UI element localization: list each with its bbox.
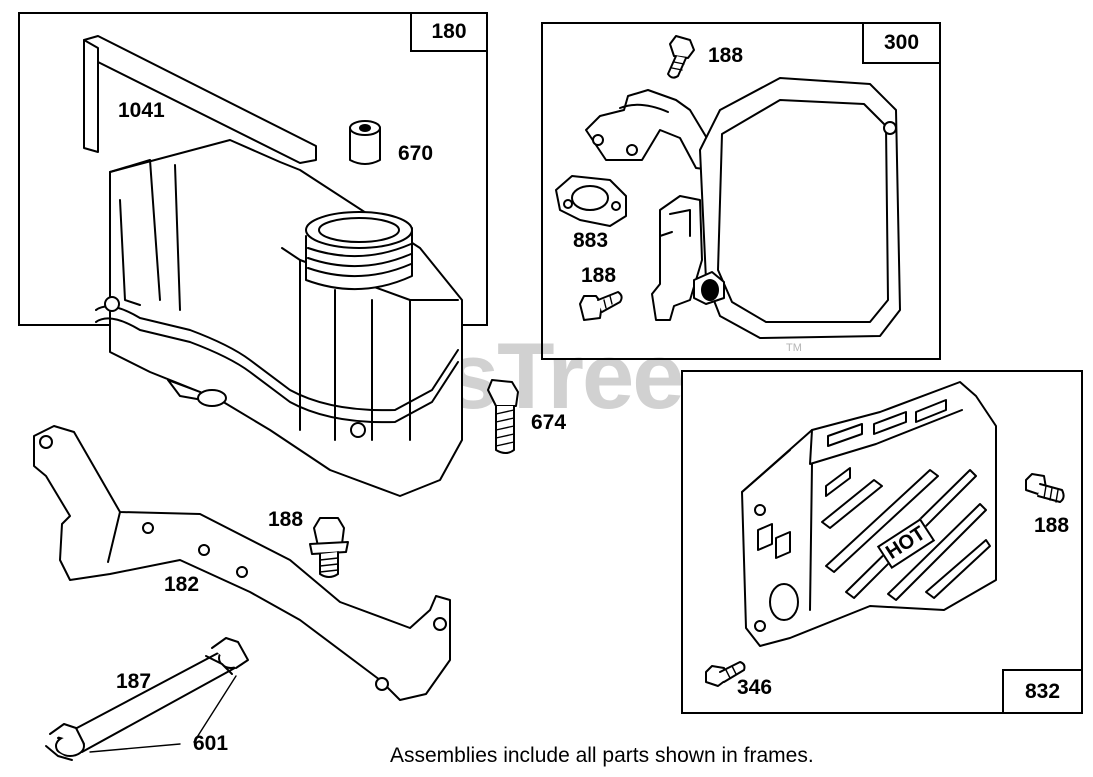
label-188-center[interactable]: 188 [268, 508, 304, 531]
part-188-bolt-guard[interactable] [1025, 473, 1065, 503]
label-346[interactable]: 346 [737, 676, 773, 699]
frame-300-tag[interactable]: 300 [862, 22, 941, 64]
frame-832-tag[interactable]: 832 [1002, 669, 1083, 714]
part-182-bracket[interactable] [33, 425, 451, 701]
part-601-clamps[interactable] [45, 637, 249, 761]
label-182[interactable]: 182 [164, 573, 200, 596]
part-832-guard[interactable] [741, 381, 997, 647]
part-346-bolt[interactable] [705, 661, 746, 687]
frame-300-border [541, 22, 941, 360]
label-187[interactable]: 187 [116, 670, 152, 693]
label-188-guard[interactable]: 188 [1034, 514, 1070, 537]
part-883-gasket[interactable] [555, 175, 627, 227]
label-674[interactable]: 674 [531, 411, 567, 434]
part-muffler-pipe[interactable] [585, 89, 713, 171]
label-188-muffler-top[interactable]: 188 [708, 44, 744, 67]
label-883[interactable]: 883 [573, 229, 609, 252]
label-670[interactable]: 670 [398, 142, 434, 165]
frame-180-tag[interactable]: 180 [410, 12, 488, 52]
part-188-bolt-muffler[interactable] [579, 291, 623, 321]
frame-832-border [681, 370, 1083, 714]
watermark-trademark: TM [786, 342, 802, 354]
part-670-bushing[interactable] [349, 120, 381, 165]
part-1041-rod[interactable] [83, 35, 317, 164]
label-188-muffler[interactable]: 188 [581, 264, 617, 287]
part-fuel-tank[interactable] [95, 139, 463, 497]
part-674-bolt[interactable] [487, 379, 519, 454]
label-601[interactable]: 601 [193, 732, 229, 755]
assemblies-note: Assemblies include all parts shown in fr… [390, 744, 814, 767]
part-muffler-body[interactable] [651, 77, 901, 339]
part-188-bolt-muffler-top[interactable] [667, 35, 695, 79]
part-188-bolt-center[interactable] [309, 517, 349, 578]
label-1041[interactable]: 1041 [118, 99, 165, 122]
